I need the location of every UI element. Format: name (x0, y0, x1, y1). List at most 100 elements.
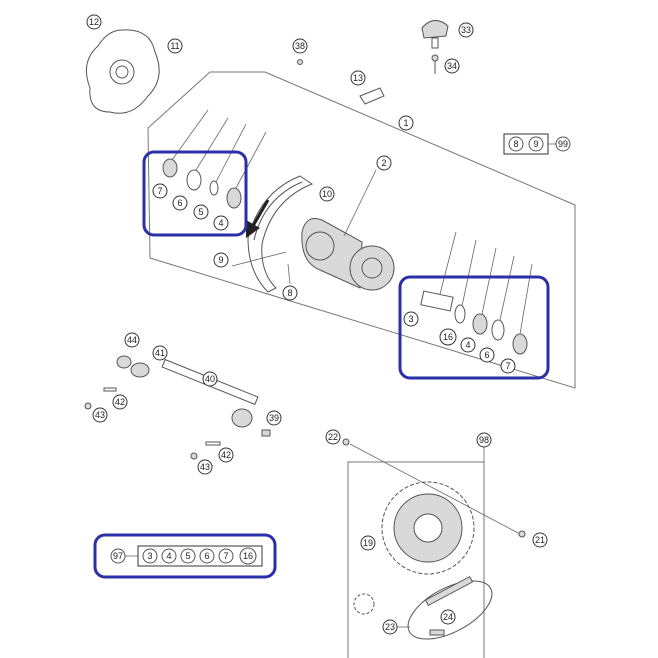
svg-text:16: 16 (243, 551, 253, 561)
brake-disc-icon (85, 29, 160, 114)
svg-text:10: 10 (322, 189, 332, 199)
callout-24: 24 (440, 609, 456, 625)
callout-16: 16 (439, 328, 457, 346)
svg-text:6: 6 (204, 551, 209, 561)
chain-icon (407, 575, 493, 640)
svg-text:9: 9 (218, 255, 223, 265)
callout-6-left: 6 (172, 195, 188, 211)
svg-text:4: 4 (465, 340, 470, 350)
callout-33: 33 (458, 22, 474, 38)
callout-44: 44 (124, 332, 140, 348)
svg-text:7: 7 (223, 551, 228, 561)
svg-text:1: 1 (403, 118, 408, 128)
svg-text:33: 33 (461, 25, 471, 35)
svg-text:7: 7 (157, 186, 162, 196)
callout-8: 8 (282, 285, 298, 301)
bolt-icon (342, 438, 526, 538)
callout-11: 11 (167, 38, 183, 54)
callout-21: 21 (532, 532, 548, 548)
sprocket-group-frame (347, 461, 485, 658)
svg-text:13: 13 (353, 73, 363, 83)
callout-12: 12 (86, 14, 102, 30)
callout-98: 98 (476, 432, 492, 448)
callout-2: 2 (376, 155, 392, 171)
svg-text:39: 39 (269, 413, 279, 423)
callout-42-upper: 42 (112, 394, 128, 410)
svg-text:2: 2 (381, 158, 386, 168)
svg-text:9: 9 (533, 139, 538, 149)
svg-text:11: 11 (170, 41, 179, 51)
front-sprocket-icon (353, 593, 375, 615)
callout-10: 10 (319, 186, 335, 202)
direction-arrow-icon (246, 199, 270, 238)
callout-23: 23 (382, 619, 398, 635)
svg-text:6: 6 (484, 350, 489, 360)
svg-text:42: 42 (221, 450, 231, 460)
svg-text:5: 5 (185, 551, 190, 561)
svg-text:44: 44 (127, 335, 137, 345)
callout-6-right: 6 (479, 347, 495, 363)
svg-text:97: 97 (113, 551, 123, 561)
valve-cap-icon (421, 20, 449, 74)
callout-39: 39 (266, 410, 282, 426)
right-bearing-stack-icon (420, 290, 528, 355)
callout-1: 1 (398, 115, 414, 131)
sprocket-icon (381, 481, 475, 575)
callout-19: 19 (360, 535, 376, 551)
right-bearing-highlight (398, 275, 550, 380)
svg-text:16: 16 (443, 332, 453, 342)
svg-text:22: 22 (328, 432, 338, 442)
svg-text:5: 5 (198, 207, 203, 217)
svg-text:43: 43 (95, 410, 105, 420)
kit-97-highlight (93, 533, 277, 579)
callout-9: 9 (213, 252, 229, 268)
callout-7-left: 7 (152, 183, 168, 199)
svg-text:43: 43 (200, 462, 210, 472)
svg-text:8: 8 (513, 139, 518, 149)
svg-text:4: 4 (218, 218, 223, 228)
svg-text:3: 3 (147, 551, 152, 561)
svg-text:98: 98 (479, 435, 489, 445)
callout-38: 38 (292, 38, 308, 54)
callout-43-upper: 43 (92, 407, 108, 423)
svg-text:19: 19 (363, 538, 373, 548)
svg-text:12: 12 (89, 17, 99, 27)
wheel-assembly-frame (147, 71, 576, 389)
svg-text:7: 7 (505, 361, 510, 371)
svg-text:6: 6 (177, 198, 182, 208)
svg-text:42: 42 (115, 397, 125, 407)
callout-4-left: 4 (213, 215, 229, 231)
svg-text:38: 38 (295, 41, 305, 51)
left-bearing-highlight (142, 150, 248, 237)
left-bearing-stack-icon (162, 158, 242, 209)
callout-5-left: 5 (193, 204, 209, 220)
callout-22: 22 (325, 429, 341, 445)
hub-icon (301, 218, 395, 291)
plate-icon (359, 87, 385, 105)
callout-42-lower: 42 (218, 447, 234, 463)
svg-text:23: 23 (385, 622, 395, 632)
svg-text:99: 99 (558, 139, 568, 149)
callout-3: 3 (403, 311, 419, 327)
svg-text:40: 40 (205, 374, 215, 384)
svg-text:24: 24 (443, 612, 453, 622)
kit-99-label: 8 9 99 (503, 133, 571, 155)
screw-icon (297, 59, 303, 65)
svg-text:41: 41 (155, 348, 165, 358)
callout-41: 41 (152, 345, 168, 361)
chain-adjuster-icon (84, 355, 271, 460)
svg-text:3: 3 (408, 314, 413, 324)
kit-97-label: 97 3 4 5 6 7 16 (110, 545, 263, 567)
callout-4-right: 4 (460, 337, 476, 353)
callout-34: 34 (444, 58, 460, 74)
callout-13: 13 (350, 70, 366, 86)
svg-text:34: 34 (447, 61, 457, 71)
callout-7-right: 7 (500, 358, 516, 374)
rim-icon (247, 175, 314, 293)
svg-text:8: 8 (287, 288, 292, 298)
svg-text:21: 21 (535, 535, 545, 545)
callout-40: 40 (202, 371, 218, 387)
callout-43-lower: 43 (197, 459, 213, 475)
svg-text:4: 4 (166, 551, 171, 561)
